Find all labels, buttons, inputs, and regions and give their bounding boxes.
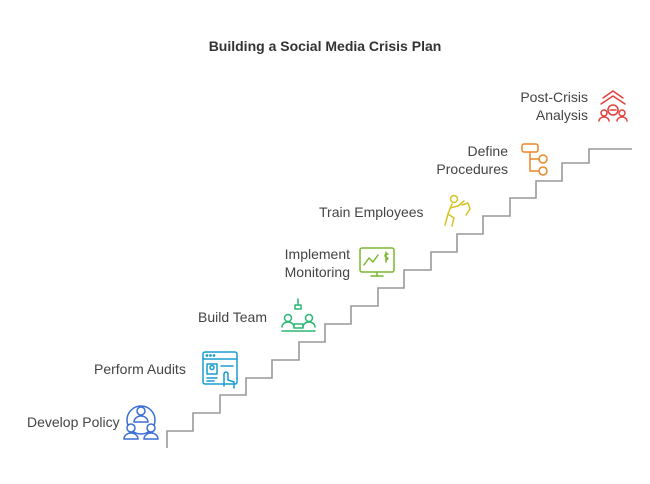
team-meeting-icon	[281, 298, 316, 332]
trainer-icon	[444, 194, 471, 227]
staircase-line	[166, 148, 632, 448]
diagram-title: Building a Social Media Crisis Plan	[208, 38, 442, 54]
monitoring-screen-icon	[359, 247, 395, 277]
step-label-perform-audits: Perform Audits	[94, 361, 186, 377]
crisis-analysis-icon	[598, 90, 628, 122]
audit-screen-icon	[202, 351, 238, 389]
step-label-build-team: Build Team	[198, 309, 268, 325]
step-label-develop-policy: Develop Policy	[27, 414, 120, 430]
flowchart-icon	[521, 143, 548, 176]
people-network-icon	[123, 405, 159, 440]
step-label-train-employees: Train Employees	[319, 204, 424, 220]
